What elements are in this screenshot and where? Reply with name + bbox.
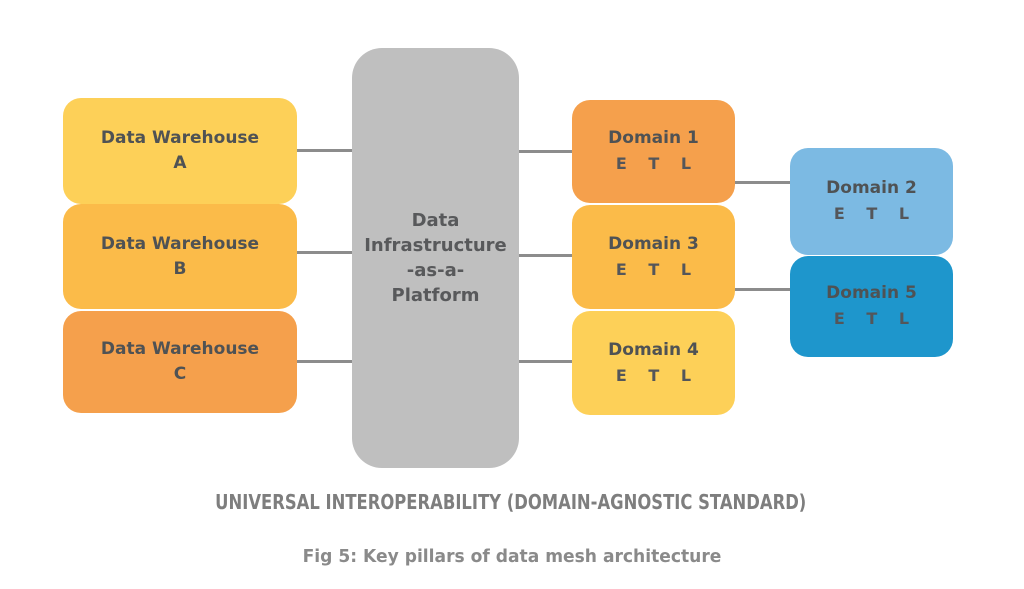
warehouse-a-letter: A <box>173 153 187 173</box>
domain-2-etl: E T L <box>833 204 910 224</box>
box-domain-4: Domain 4 E T L <box>572 311 735 415</box>
connector-platform-domain-4 <box>519 360 572 363</box>
warehouse-c-title: Data Warehouse <box>100 339 260 360</box>
domain-5-etl: E T L <box>833 309 910 329</box>
connector-platform-domain-3 <box>519 254 572 257</box>
box-domain-1: Domain 1 E T L <box>572 100 735 203</box>
box-domain-2: Domain 2 E T L <box>790 148 953 255</box>
box-data-warehouse-a: Data Warehouse A <box>63 98 297 204</box>
box-domain-5: Domain 5 E T L <box>790 256 953 357</box>
box-data-infrastructure-platform: Data Infrastructure -as-a- Platform <box>352 48 519 468</box>
connector-domain-3-domain-5 <box>735 288 790 291</box>
platform-line-1: Data <box>411 209 460 231</box>
warehouse-c-letter: C <box>173 364 187 384</box>
caption-universal-interoperability: UNIVERSAL INTEROPERABILITY (DOMAIN-AGNOS… <box>215 490 807 514</box>
connector-domain-1-domain-2 <box>735 181 790 184</box>
connector-platform-domain-1 <box>519 150 572 153</box>
platform-line-3: -as-a- <box>406 260 465 281</box>
domain-3-title: Domain 3 <box>608 233 699 254</box>
domain-1-title: Domain 1 <box>608 128 699 149</box>
connector-warehouse-c-platform <box>297 360 352 363</box>
domain-3-etl: E T L <box>615 259 692 279</box>
connector-warehouse-a-platform <box>297 149 352 152</box>
box-data-warehouse-c: Data Warehouse C <box>63 311 297 413</box>
box-data-warehouse-b: Data Warehouse B <box>63 204 297 309</box>
domain-2-title: Domain 2 <box>826 178 917 199</box>
warehouse-b-letter: B <box>173 258 187 279</box>
caption-figure-title: Fig 5: Key pillars of data mesh architec… <box>302 546 722 567</box>
platform-line-2: Infrastructure <box>364 234 507 256</box>
platform-line-4: Platform <box>391 285 480 307</box>
domain-4-title: Domain 4 <box>608 339 699 360</box>
domain-5-title: Domain 5 <box>826 283 917 304</box>
connector-warehouse-b-platform <box>297 251 352 254</box>
box-domain-3: Domain 3 E T L <box>572 205 735 309</box>
domain-4-etl: E T L <box>615 365 692 385</box>
domain-1-etl: E T L <box>615 154 692 174</box>
warehouse-b-title: Data Warehouse <box>100 233 260 254</box>
warehouse-a-title: Data Warehouse <box>100 128 260 149</box>
